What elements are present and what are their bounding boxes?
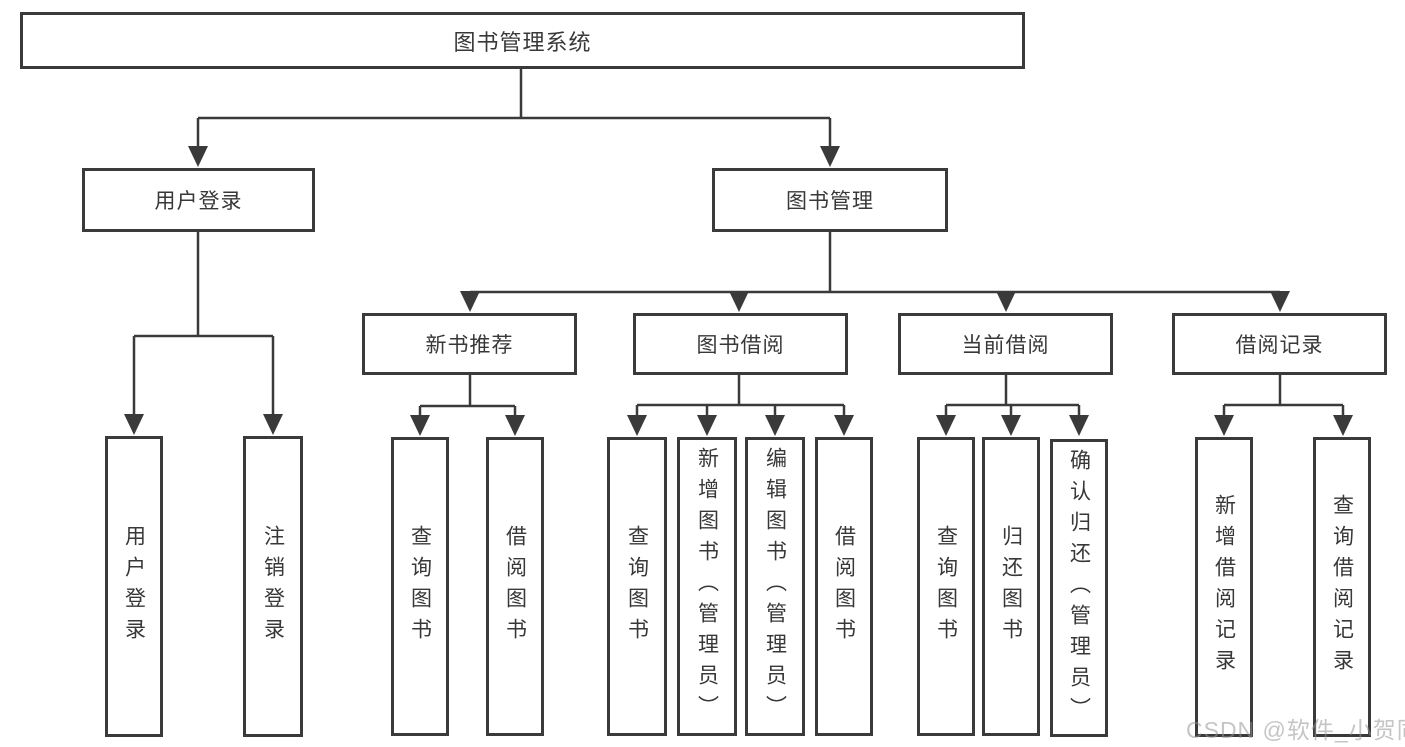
node-label: 编辑图书（管理员） — [763, 447, 787, 726]
node-borrowing-records: 借阅记录 — [1172, 313, 1387, 375]
node-label: 用户登录 — [154, 190, 243, 213]
node-label: 查询图书 — [408, 524, 432, 649]
node-label: 确认归还（管理员） — [1067, 448, 1091, 728]
node-label: 新书推荐 — [425, 334, 514, 357]
node-label: 图书管理系统 — [453, 29, 592, 55]
node-edit-books-admin: 编辑图书（管理员） — [745, 437, 805, 736]
node-label: 借阅图书 — [832, 524, 856, 649]
node-query-books-recommend: 查询图书 — [391, 437, 449, 736]
node-label: 查询图书 — [934, 524, 958, 649]
node-label: 查询图书 — [625, 524, 649, 649]
node-add-books-admin: 新增图书（管理员） — [677, 437, 737, 736]
node-label: 借阅图书 — [503, 524, 527, 649]
node-label: 归还图书 — [999, 524, 1023, 649]
node-return-books: 归还图书 — [982, 437, 1040, 736]
node-label: 新增图书（管理员） — [695, 447, 719, 726]
node-logout: 注销登录 — [243, 436, 303, 737]
node-query-books-current: 查询图书 — [917, 437, 975, 736]
csdn-watermark: CSDN @软件_小贺同学 — [1186, 717, 1405, 743]
node-label: 查询借阅记录 — [1330, 494, 1354, 680]
node-query-books-borrowing: 查询图书 — [607, 437, 667, 736]
node-book-borrowing: 图书借阅 — [633, 313, 848, 375]
node-label: 新增借阅记录 — [1212, 494, 1236, 680]
node-label: 图书借阅 — [696, 334, 785, 357]
node-book-management: 图书管理 — [712, 168, 948, 232]
node-user-login-leaf: 用户登录 — [105, 436, 163, 737]
node-add-borrow-record: 新增借阅记录 — [1195, 437, 1253, 737]
node-label: 借阅记录 — [1235, 334, 1324, 357]
arrowheads — [124, 146, 1353, 436]
node-label: 注销登录 — [261, 524, 285, 649]
node-label: 图书管理 — [786, 190, 874, 213]
node-confirm-return-admin: 确认归还（管理员） — [1050, 439, 1108, 737]
node-query-borrow-record: 查询借阅记录 — [1313, 437, 1371, 737]
node-current-borrowing: 当前借阅 — [898, 313, 1113, 375]
node-new-book-recommendation: 新书推荐 — [362, 313, 577, 375]
node-borrow-books-recommend: 借阅图书 — [486, 437, 544, 736]
node-library-management-system: 图书管理系统 — [20, 12, 1025, 69]
node-label: 用户登录 — [122, 524, 146, 649]
node-user-login: 用户登录 — [82, 168, 315, 232]
node-borrow-books-borrowing: 借阅图书 — [815, 437, 873, 736]
node-label: 当前借阅 — [961, 334, 1050, 357]
